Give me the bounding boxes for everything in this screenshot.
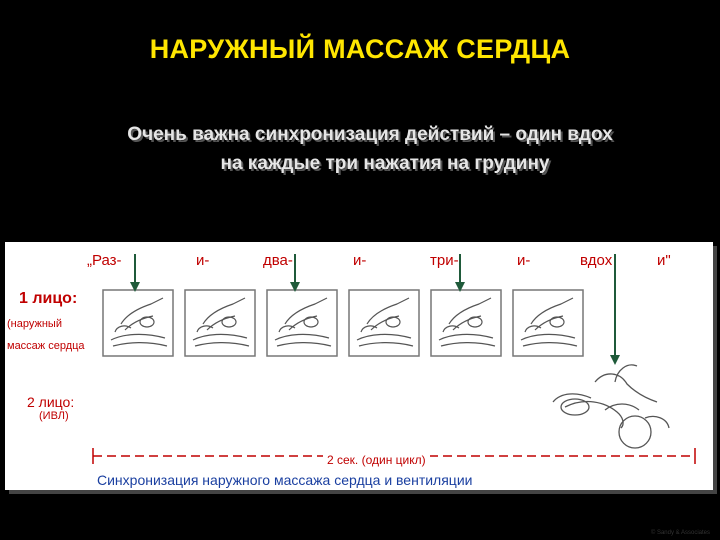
- compression-frame-1: [102, 289, 174, 357]
- diagram-drawing: [92, 254, 696, 464]
- person1-label: 1 лицо:: [19, 290, 78, 307]
- person2-label: 2 лицо:: [27, 394, 75, 410]
- count-i-3: и-: [517, 252, 531, 269]
- count-dva: два-: [263, 252, 293, 269]
- compression-frame-3: [266, 289, 338, 357]
- cycle-label: 2 сек. (один цикл): [323, 453, 430, 467]
- count-raz: „Раз-: [87, 252, 122, 269]
- compression-frame-6: [512, 289, 584, 357]
- count-tri: три-: [430, 252, 459, 269]
- diagram-panel: „Раз- и- два- и- три- и- вдох и" 1 лицо:…: [5, 242, 713, 490]
- count-vdoh: вдох: [580, 252, 613, 269]
- count-i-4: и": [657, 252, 671, 269]
- subtitle-line-1: Очень важна синхронизация действий – оди…: [127, 124, 613, 145]
- count-i-1: и-: [196, 252, 210, 269]
- ventilation-sketch: [552, 364, 670, 449]
- person2-sub: (ИВЛ): [39, 410, 69, 422]
- count-i-2: и-: [353, 252, 367, 269]
- person1-sub-2: массаж сердца: [7, 340, 85, 352]
- slide-title: НАРУЖНЫЙ МАССАЖ СЕРДЦА: [149, 34, 571, 64]
- caption: Синхронизация наружного массажа сердца и…: [97, 472, 473, 488]
- person1-sub-1: (наружный: [7, 318, 62, 330]
- compression-frame-2: [184, 289, 256, 357]
- compression-frame-5: [430, 289, 502, 357]
- subtitle-line-2: на каждые три нажатия на грудину: [220, 153, 550, 174]
- copyright-notice: © Sandy & Associates: [650, 530, 710, 536]
- compression-frame-4: [348, 289, 420, 357]
